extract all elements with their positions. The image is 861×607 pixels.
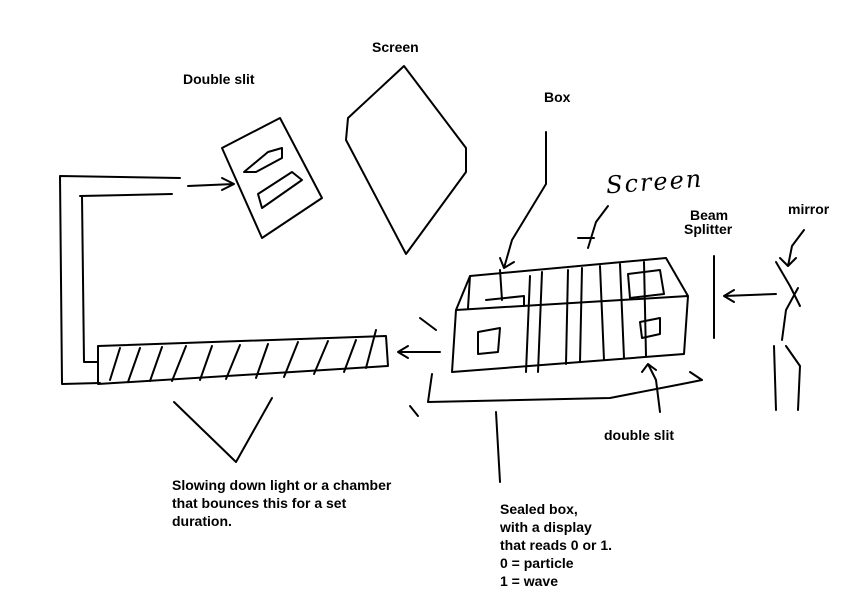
screen-handwritten-pointer [577, 205, 609, 249]
mirror [775, 261, 801, 341]
double-slit-top-slit-1 [243, 147, 283, 173]
chamber-pointer [173, 397, 273, 463]
box-pointer [499, 131, 547, 269]
screen-top [345, 65, 467, 255]
mirror-pointer [779, 229, 805, 267]
double-slit-top [221, 117, 323, 239]
sealed-box-partitions [485, 261, 647, 373]
tick-mark-upper [419, 317, 437, 331]
label-screen-top: Screen [372, 39, 419, 55]
delay-chamber [97, 335, 389, 385]
label-sealed-line-5: 1 = wave [500, 573, 558, 589]
label-sealed-line-3: that reads 0 or 1. [500, 537, 613, 553]
mirror-legs [773, 345, 801, 411]
sealed-box [451, 257, 689, 373]
delay-chamber-hatching [109, 329, 377, 383]
label-slowing-line-3: duration. [172, 513, 232, 529]
label-mirror: mirror [788, 201, 830, 217]
arrow-box-to-chamber [397, 345, 441, 359]
label-box: Box [544, 89, 571, 105]
sealed-box-pointer [495, 411, 501, 483]
label-slowing-line-2: that bounces this for a set [172, 495, 347, 511]
label-sealed-line-2: with a display [500, 519, 592, 535]
sealed-box-display-3 [639, 317, 661, 339]
label-sealed-line-1: Sealed box, [500, 501, 578, 517]
label-beam: Beam [690, 207, 729, 223]
arrow-mirror-to-splitter [723, 289, 777, 303]
double-slit-bottom-pointer [641, 363, 661, 413]
label-splitter: Splitter [684, 221, 733, 237]
light-path-loop [59, 175, 181, 385]
label-double-slit-top: Double slit [183, 71, 255, 87]
label-double-slit-bottom: double slit [604, 427, 674, 443]
tick-mark-lower [409, 405, 419, 417]
sealed-box-display-1 [477, 327, 501, 355]
sealed-box-display-2 [627, 269, 665, 299]
arrow-to-double-slit [187, 177, 235, 191]
double-slit-top-slit-2 [257, 171, 303, 209]
label-sealed-line-4: 0 = particle [500, 555, 574, 571]
label-slowing-line-1: Slowing down light or a chamber [172, 477, 392, 493]
return-path [427, 371, 703, 403]
